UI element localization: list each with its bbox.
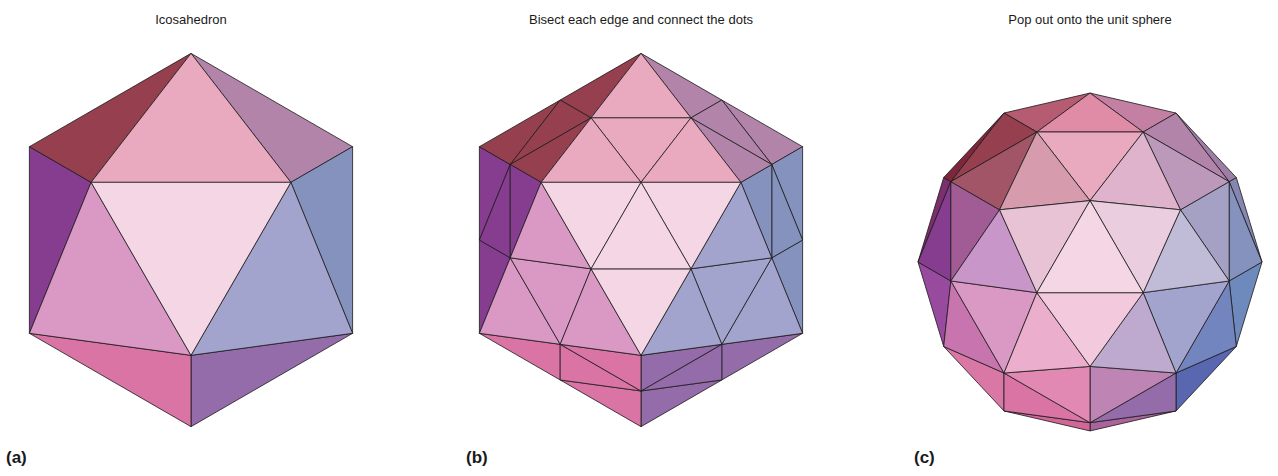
polyhedron-face: [1090, 366, 1176, 422]
panel-title: Bisect each edge and connect the dots: [431, 12, 851, 27]
polyhedron-face: [1037, 293, 1143, 367]
polyhedron-face: [541, 118, 641, 182]
polyhedron-face: [479, 165, 510, 258]
panel-letter: (c): [914, 448, 935, 468]
panel-title: Pop out onto the unit sphere: [880, 12, 1278, 27]
subdivided-icosahedron: [479, 53, 802, 426]
polyhedron-face: [591, 53, 691, 117]
polyhedron-face: [1004, 366, 1090, 422]
polyhedron-face: [1037, 93, 1143, 132]
panel-letter: (a): [6, 448, 27, 468]
polyhedron-face: [1090, 132, 1180, 210]
polyhedron-face: [1037, 201, 1143, 293]
polyhedron-face: [918, 182, 951, 281]
polyhedron-face: [91, 53, 291, 182]
panel-title: Icosahedron: [0, 12, 401, 27]
polyhedron-face: [1229, 182, 1262, 281]
polyhedron-face: [91, 182, 291, 355]
icosahedron: [29, 53, 352, 426]
polyhedron-face: [591, 182, 691, 269]
polyhedron-face: [772, 165, 803, 258]
polyhedron-face: [591, 269, 691, 356]
polyhedron-face: [1000, 132, 1090, 210]
geodesic-sphere: [918, 93, 1262, 431]
polyhedron-face: [641, 118, 741, 182]
panel-letter: (b): [466, 448, 488, 468]
